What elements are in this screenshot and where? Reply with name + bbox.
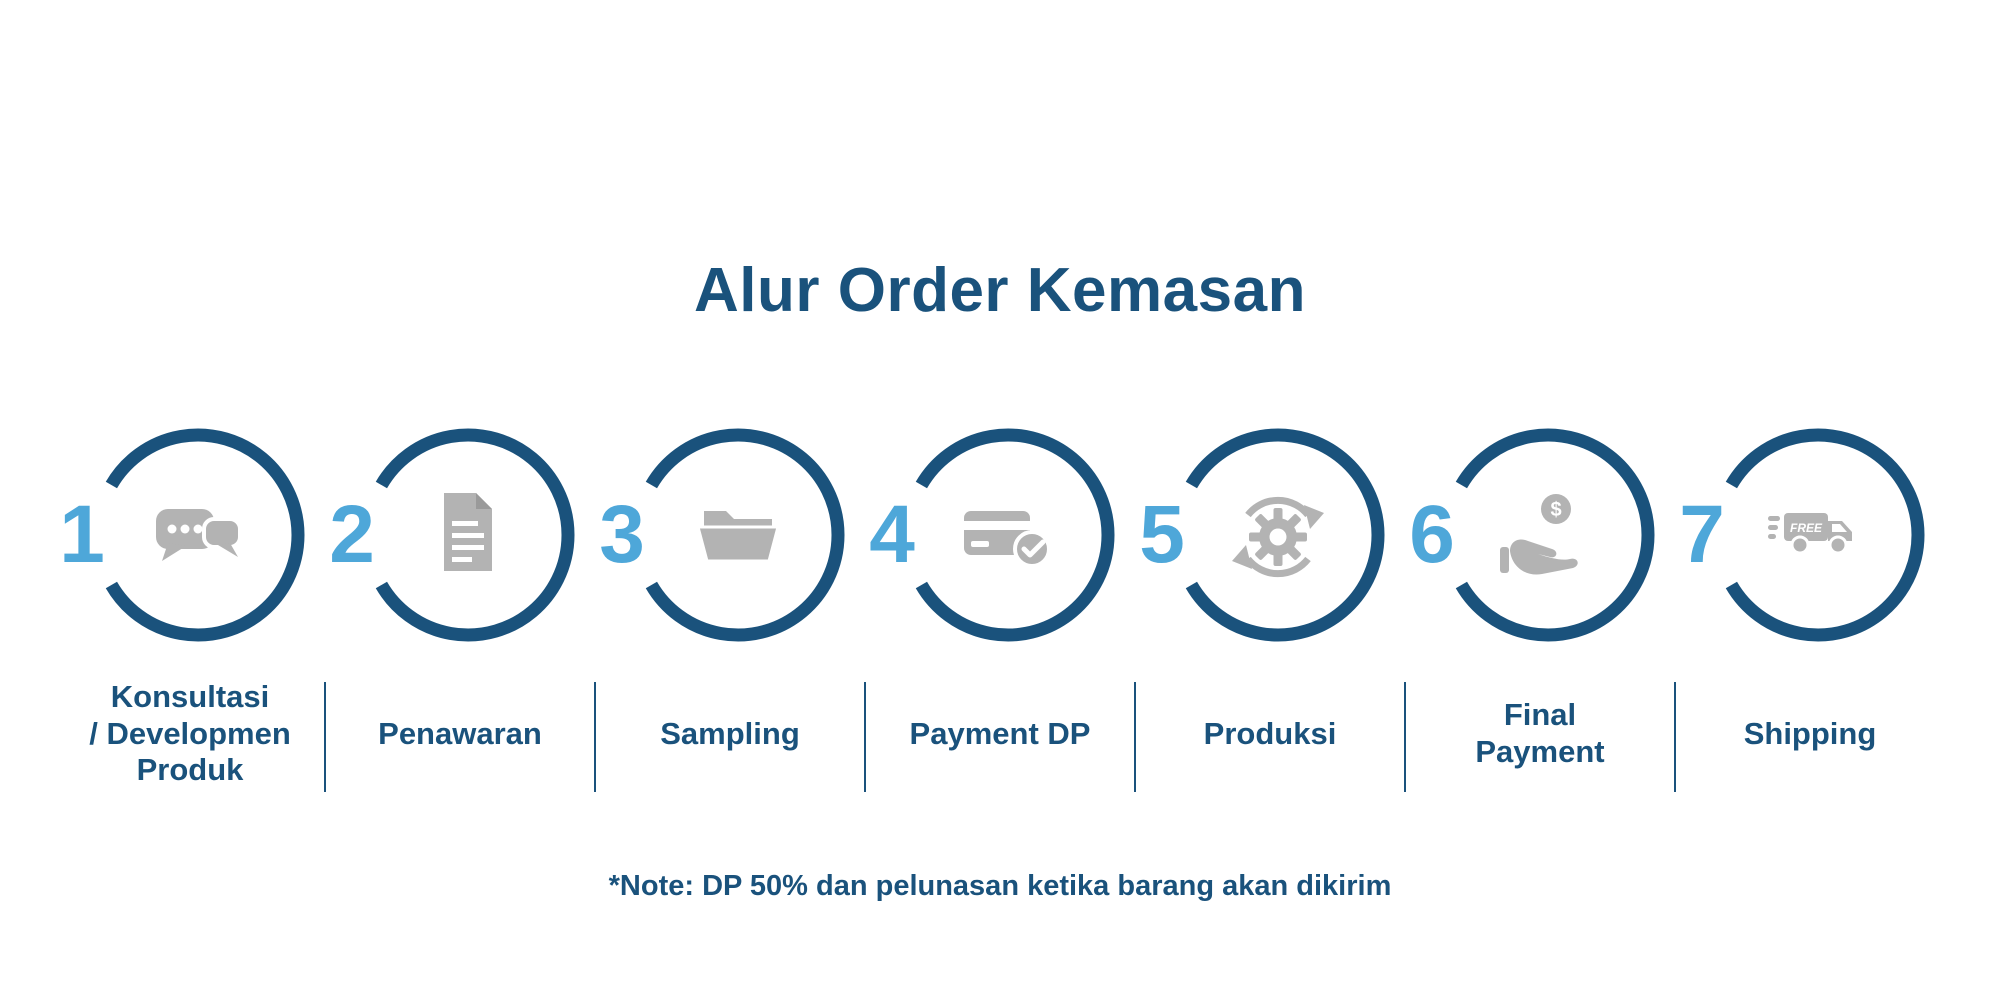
step-6-label: Final Payment — [1475, 697, 1605, 769]
step-2-number: 2 — [329, 489, 375, 580]
step-1-label-area: Konsultasi / Developmen Produk — [55, 678, 325, 790]
step-5-label: Produksi — [1203, 715, 1337, 751]
steps-row: 1 Konsultasi / Dev — [0, 422, 2000, 792]
step-7-circle: 7 FREE — [1679, 422, 1931, 648]
step-1-number: 1 — [59, 489, 105, 580]
truck-free-icon: FREE — [1705, 422, 1931, 648]
step-ring — [645, 428, 845, 642]
step-6-label-area: Final Payment — [1405, 678, 1675, 790]
step-2-label: Penawaran — [378, 715, 542, 751]
folder-icon — [625, 422, 851, 648]
svg-text:FREE: FREE — [1790, 521, 1823, 535]
step-ring — [1725, 428, 1925, 642]
step-3-label: Sampling — [660, 715, 800, 751]
step-3: 3 Sampling — [595, 422, 866, 792]
card-check-icon — [895, 422, 1121, 648]
document-icon — [355, 422, 581, 648]
step-7-label-area: Shipping — [1675, 678, 1945, 790]
step-4-number: 4 — [869, 489, 915, 580]
step-4-label: Payment DP — [909, 715, 1091, 751]
step-7-number: 7 — [1679, 489, 1725, 580]
svg-text:$: $ — [1550, 499, 1561, 521]
hand-coin-icon: $ — [1435, 422, 1661, 648]
step-6-number: 6 — [1409, 489, 1455, 580]
step-4: 4 Payment DP — [865, 422, 1136, 792]
step-5-number: 5 — [1139, 489, 1185, 580]
step-2-label-area: Penawaran — [325, 678, 595, 790]
step-4-circle: 4 — [869, 422, 1121, 648]
step-1: 1 Konsultasi / Dev — [55, 422, 326, 792]
step-7-label: Shipping — [1743, 715, 1877, 751]
chat-icon — [85, 422, 311, 648]
step-5-label-area: Produksi — [1135, 678, 1405, 790]
step-2-circle: 2 — [329, 422, 581, 648]
step-ring — [105, 428, 305, 642]
gear-sync-icon — [1165, 422, 1391, 648]
step-ring — [1185, 428, 1385, 642]
step-6: 6 $ Final Payment — [1405, 422, 1676, 792]
step-ring — [1455, 428, 1655, 642]
step-5: 5 — [1135, 422, 1406, 792]
step-6-circle: 6 $ — [1409, 422, 1661, 648]
step-1-circle: 1 — [59, 422, 311, 648]
page-title: Alur Order Kemasan — [694, 256, 1306, 325]
step-3-circle: 3 — [599, 422, 851, 648]
footnote: *Note: DP 50% dan pelunasan ketika baran… — [608, 870, 1392, 902]
step-5-circle: 5 — [1139, 422, 1391, 648]
step-1-label: Konsultasi / Developmen Produk — [89, 679, 291, 788]
step-2: 2 Penawaran — [325, 422, 596, 792]
step-3-label-area: Sampling — [595, 678, 865, 790]
step-ring — [915, 428, 1115, 642]
step-7: 7 FREE — [1675, 422, 1945, 790]
step-4-label-area: Payment DP — [865, 678, 1135, 790]
step-3-number: 3 — [599, 489, 645, 580]
step-ring — [375, 428, 575, 642]
